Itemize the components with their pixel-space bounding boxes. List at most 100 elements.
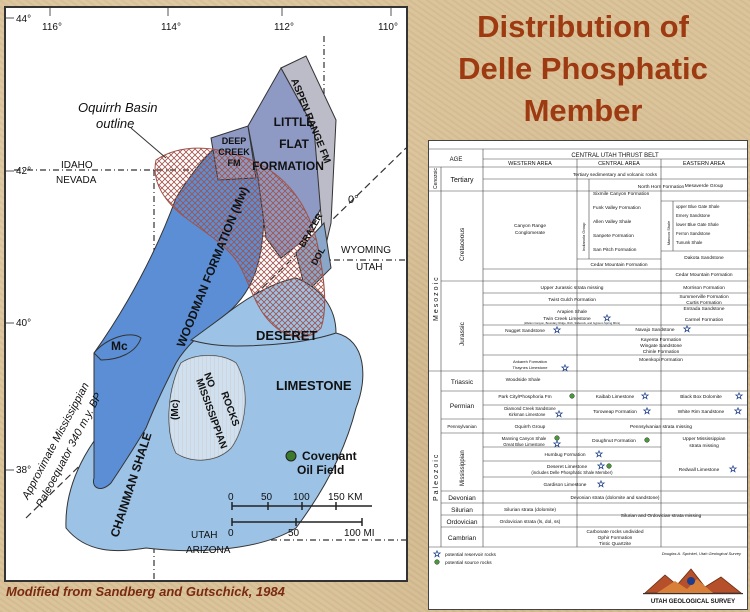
cell-humbug: Humbug Formation <box>544 452 585 458</box>
cell-navajo: Navajo Sandstone <box>635 327 675 333</box>
table-col-western: WESTERN AREA <box>508 161 552 167</box>
cell-park-city: Park City/Phosphoria Fm <box>498 394 551 400</box>
cell-summerville: Summerville Formation <box>679 294 729 300</box>
legend-source-label: potential source rocks <box>445 560 492 566</box>
lat-40: 40° <box>16 318 31 329</box>
little-flat-label-1: LITTLE <box>274 115 315 129</box>
cell-dakota: Dakota Sandstone <box>684 255 724 261</box>
legend-reservoir-label: potential reservoir rocks <box>445 552 497 558</box>
cell-kaibab: Kaibab Limestone <box>596 394 635 400</box>
scale-km-100: 100 <box>293 492 310 503</box>
period-mississippian: Mississippian <box>460 450 466 486</box>
cell-kirkman: Kirkman Limestone <box>509 412 546 417</box>
cell-tununk: Tununk Shale <box>676 240 703 245</box>
scale-km-50: 50 <box>261 492 273 503</box>
cell-ferron: Ferron Sandstone <box>676 231 711 236</box>
scale-mi-100: 100 MI <box>344 528 375 539</box>
legend-source-icon <box>434 559 440 565</box>
period-triassic: Triassic <box>451 379 474 386</box>
cell-mesaverde: Mesaverde Group <box>685 183 724 189</box>
period-tertiary: Tertiary <box>451 177 474 184</box>
deep-creek-label-2: CREEK <box>218 147 250 157</box>
doughnut-source-icon <box>644 437 650 443</box>
deseret-source-icon <box>606 463 612 469</box>
ugs-logo: UTAH GEOLOGICAL SURVEY <box>643 568 743 605</box>
lat-38: 38° <box>16 465 31 476</box>
lat-44: 44° <box>16 14 31 25</box>
period-cambrian: Cambrian <box>448 535 477 542</box>
period-silurian: Silurian <box>451 507 473 514</box>
cell-allen-valley: Allen Valley Shale <box>593 219 632 225</box>
cell-upper-blue-gate: upper Blue Gate Shale <box>676 204 720 209</box>
cell-indianola: Indianola Group <box>581 222 586 251</box>
cell-entrada: Entrada Sandstone <box>683 306 724 312</box>
table-col-central: CENTRAL AREA <box>598 161 640 167</box>
cell-gardison: Gardison Limestone <box>544 482 587 488</box>
cell-deseret: Deseret Limestone <box>547 464 588 470</box>
oquirrh-label-line1: Oquirrh Basin <box>78 100 157 115</box>
state-utah-east: UTAH <box>356 262 382 273</box>
deep-creek-label-3: FM <box>228 158 241 168</box>
ugs-logo-text: UTAH GEOLOGICAL SURVEY <box>651 599 735 605</box>
map-credit: Modified from Sandberg and Gutschick, 19… <box>6 584 285 599</box>
park-city-source-icon <box>569 393 575 399</box>
covenant-label-2: Oil Field <box>297 463 344 477</box>
aspen-range-region <box>280 55 337 254</box>
lon-116: 116° <box>42 22 62 33</box>
cell-arapien: Arapien Shale <box>557 309 587 315</box>
cell-north-horn: North Horn Formation <box>638 184 685 190</box>
era-mesozoic: Mesozoic <box>433 275 440 321</box>
cell-silurian: Silurian strata (dolomite) <box>504 507 556 513</box>
cell-canyon-range-2: Conglomerate <box>515 230 545 236</box>
map-ticks <box>6 8 392 471</box>
period-pennsylvanian: Pennsylvanian <box>447 424 477 429</box>
title-line-2: Delle Phosphatic <box>458 51 708 86</box>
scale-km-0: 0 <box>228 492 234 503</box>
limestone-label: LIMESTONE <box>276 378 352 393</box>
cell-toroweap: Toroweap Formation <box>593 409 637 415</box>
geologic-map: 116° 114° 112° 110° 44° 42° 40° 38° IDAH… <box>4 6 408 582</box>
state-idaho: IDAHO <box>61 160 93 171</box>
table-col-eastern: EASTERN AREA <box>683 161 726 167</box>
scale-km-150: 150 KM <box>328 492 362 503</box>
cell-oquirrh: Oquirrh Group <box>515 424 546 430</box>
cell-great-blue: Great Blue Limestone <box>503 442 545 447</box>
oquirrh-pointer <box>130 127 167 159</box>
cell-upper-miss-2: strata missing <box>689 443 719 449</box>
cell-woodside: Woodside Shale <box>506 377 541 383</box>
cell-thaynes: Thaynes Limestone <box>513 365 549 370</box>
deseret-label: DESERET <box>256 328 317 343</box>
oquirrh-basin-outline <box>154 147 326 338</box>
scale-mi-0: 0 <box>228 528 234 539</box>
mc-left-label: Mc <box>111 339 128 353</box>
no-miss-label-1: NO <box>201 371 217 389</box>
stratigraphic-column-table: CENTRAL UTAH THRUST BELT AGE WESTERN ARE… <box>428 140 748 610</box>
cell-twist-gulch: Twist Gulch Formation <box>548 297 596 303</box>
cell-penn-missing: Pennsylvanian strata missing <box>630 424 692 430</box>
little-flat-label-3: FORMATION <box>252 159 324 173</box>
mc-left-region <box>93 334 142 361</box>
state-utah-south: UTAH <box>191 530 217 541</box>
scale-mi-50: 50 <box>288 528 300 539</box>
period-ordovician: Ordovician <box>446 519 477 526</box>
cell-redwall: Redwall Limestone <box>679 467 720 473</box>
period-cretaceous: Cretaceous <box>459 227 466 261</box>
cell-upper-miss-1: Upper Mississippian <box>683 436 726 442</box>
era-cenozoic: Cenozoic <box>433 168 439 189</box>
paleo-degree-label: 0° <box>348 194 359 206</box>
cell-sanpete: Sanpete Formation <box>593 233 634 239</box>
cell-moenkopi: Moenkopi Formation <box>639 357 683 363</box>
cell-manning: Manning Canyon Shale <box>502 436 547 441</box>
little-flat-label-2: FLAT <box>279 137 309 151</box>
cell-black-box: Black Box Dolomite <box>680 394 722 400</box>
period-permian: Permian <box>450 403 475 410</box>
covenant-label-1: Covenant <box>302 449 357 463</box>
scale-bar <box>231 502 372 526</box>
cell-twin-creek-sub: (Watton Canyon, Boundary Ridge, Rich, Sl… <box>524 321 620 325</box>
cell-sixmile: Sixmile Canyon Formation <box>593 191 650 197</box>
state-nevada: NEVADA <box>56 175 97 186</box>
cell-ankareh: Ankareh Formation <box>513 359 547 364</box>
map-canvas: 116° 114° 112° 110° 44° 42° 40° 38° IDAH… <box>6 8 406 580</box>
lon-110: 110° <box>378 22 398 33</box>
cell-lower-blue-gate: lower Blue Gate Shale <box>676 222 719 227</box>
